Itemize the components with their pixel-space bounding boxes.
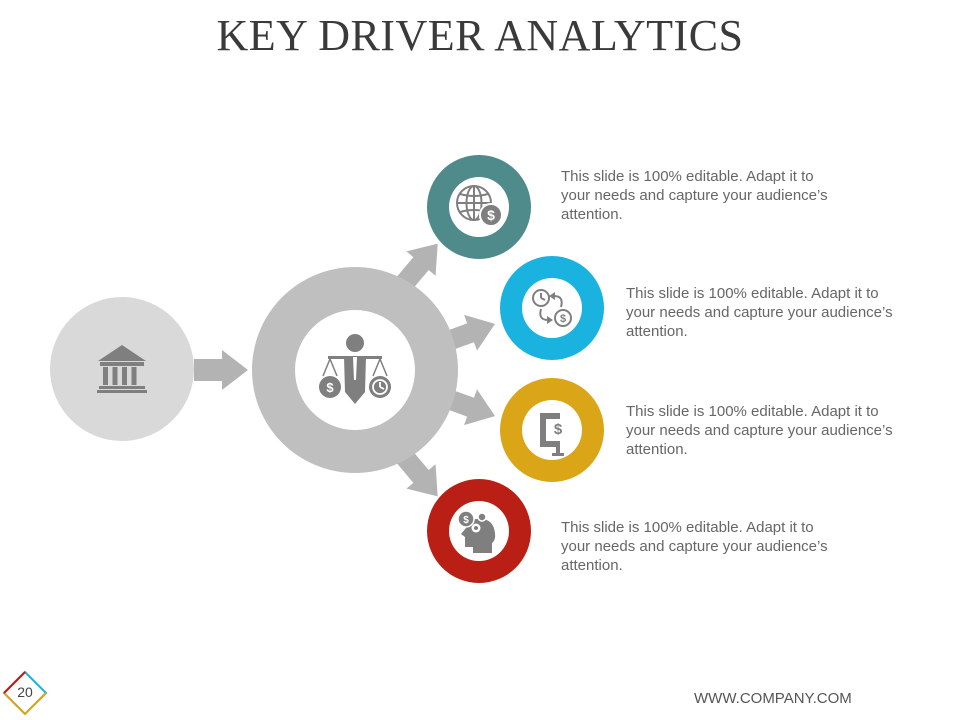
driver-2-description: This slide is 100% editable. Adapt it to… [626,284,926,341]
slide-title: KEY DRIVER ANALYTICS [216,11,744,60]
arrow-hub-to-driver-4 [395,448,438,497]
head-gears-icon: $ [457,510,496,553]
driver-3-text-line-3: attention. [626,441,688,458]
footer-url: WWW.COMPANY.COM [694,690,852,707]
page-number: 20 [17,684,33,700]
driver-1-text-line-1: This slide is 100% editable. Adapt it to [561,168,814,185]
driver-3-text-line-1: This slide is 100% editable. Adapt it to [626,403,879,420]
globe-dollar-icon: $ [456,185,503,227]
driver-1-text-line-3: attention. [561,206,623,223]
clamp-dollar-icon: $ [540,413,564,456]
driver-2-text-line-3: attention. [626,323,688,340]
page-number-badge [2,670,48,716]
driver-2-text-line-1: This slide is 100% editable. Adapt it to [626,285,879,302]
driver-2-inner [522,278,582,338]
arrow-hub-to-driver-3 [444,389,495,426]
svg-text:$: $ [487,207,495,223]
driver-2-text-line-2: your needs and capture your audience’s [626,304,893,321]
svg-text:$: $ [326,380,334,395]
driver-3-inner [522,400,582,460]
svg-text:$: $ [554,421,563,438]
driver-3-description: This slide is 100% editable. Adapt it to… [626,402,926,459]
driver-4-text-line-2: your needs and capture your audience’s [561,538,828,555]
clock-dollar-exchange-icon: $ [532,289,572,327]
svg-text:$: $ [560,313,566,325]
svg-text:$: $ [463,515,469,526]
businessman-scales-icon: $ [319,334,391,404]
arrow-hub-to-driver-1 [395,243,438,292]
driver-1-description: This slide is 100% editable. Adapt it to… [561,167,861,224]
bank-icon [97,345,147,393]
arrow-hub-to-driver-2 [444,314,495,351]
driver-4-text-line-1: This slide is 100% editable. Adapt it to [561,519,814,536]
driver-3-text-line-2: your needs and capture your audience’s [626,422,893,439]
driver-4-text-line-3: attention. [561,557,623,574]
driver-1-text-line-2: your needs and capture your audience’s [561,187,828,204]
arrow-source-to-hub [194,350,248,390]
driver-4-description: This slide is 100% editable. Adapt it to… [561,518,861,575]
